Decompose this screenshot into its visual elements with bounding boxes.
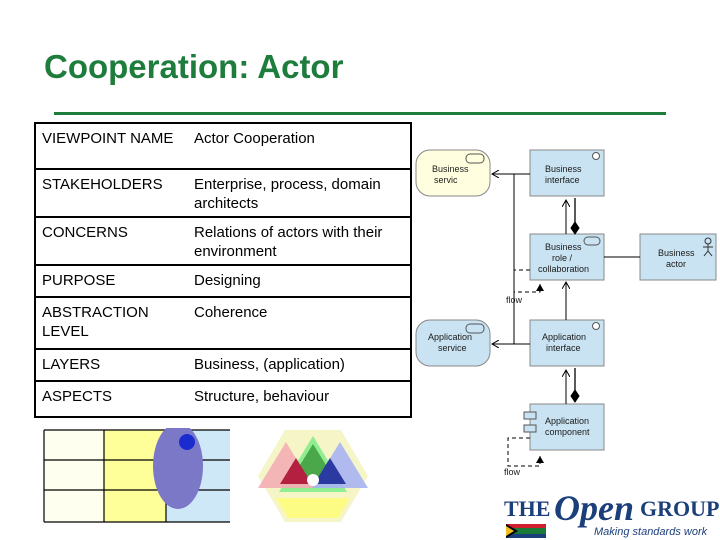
row-key: ABSTRACTION LEVEL	[34, 296, 188, 350]
row-value: Designing	[188, 264, 412, 298]
business-service-node: Business servic	[415, 149, 491, 197]
row-value: Coherence	[188, 296, 412, 350]
table-row: PURPOSE Designing	[34, 264, 412, 298]
row-value: Structure, behaviour	[188, 380, 412, 418]
application-service-label-2: service	[438, 343, 467, 353]
application-component-label-2: component	[545, 427, 590, 437]
application-component-node: Application component	[523, 403, 605, 451]
aspects-hexagon-figure	[258, 430, 368, 522]
row-key: LAYERS	[34, 348, 188, 382]
row-key: ASPECTS	[34, 380, 188, 418]
logo-open: Open	[554, 488, 634, 528]
application-component-label-1: Application	[545, 416, 589, 426]
business-interface-label-1: Business	[545, 164, 582, 174]
row-value: Actor Cooperation	[188, 122, 412, 170]
business-role-label-2: role /	[552, 253, 573, 263]
table-row: ABSTRACTION LEVEL Coherence	[34, 296, 412, 350]
application-interface-node: Application interface	[529, 319, 605, 367]
application-service-label-1: Application	[428, 332, 472, 342]
logo-the: THE	[504, 496, 550, 521]
application-service-node: Application service	[415, 319, 491, 367]
table-row: VIEWPOINT NAME Actor Cooperation	[34, 122, 412, 170]
logo-graphic: THE Open GROUP	[504, 488, 719, 538]
business-role-label-3: collaboration	[538, 264, 589, 274]
row-value: Relations of actors with their environme…	[188, 216, 412, 266]
business-actor-label-2: actor	[666, 259, 686, 269]
flow-label-1: flow	[506, 295, 523, 305]
logo-group: GROUP	[640, 496, 719, 521]
table-row: STAKEHOLDERS Enterprise, process, domain…	[34, 168, 412, 218]
table-row: CONCERNS Relations of actors with their …	[34, 216, 412, 266]
page-title: Cooperation: Actor	[44, 48, 344, 85]
business-role-node: Business role / collaboration	[529, 233, 605, 281]
row-key: STAKEHOLDERS	[34, 168, 188, 218]
business-actor-label-1: Business	[658, 248, 695, 258]
flag-icon	[506, 524, 546, 538]
business-role-label-1: Business	[545, 242, 582, 252]
application-interface-label-2: interface	[546, 343, 581, 353]
business-actor-node: Business actor	[639, 233, 717, 281]
actor-cooperation-diagram: Business servic Business interface Busin…	[415, 149, 717, 477]
flow-label-2: flow	[504, 467, 521, 477]
open-group-logo: THE Open GROUP Making standards work	[500, 486, 720, 540]
business-interface-node: Business interface	[529, 149, 605, 197]
row-value: Enterprise, process, domain architects	[188, 168, 412, 218]
table-row: ASPECTS Structure, behaviour	[34, 380, 412, 418]
business-service-label-1: Business	[432, 164, 469, 174]
viewpoint-table: VIEWPOINT NAME Actor Cooperation STAKEHO…	[34, 122, 412, 418]
row-key: PURPOSE	[34, 264, 188, 298]
actor-icon	[703, 237, 713, 257]
title-underline	[54, 112, 666, 115]
layers-grid-figure	[43, 428, 230, 523]
table-row: LAYERS Business, (application)	[34, 348, 412, 382]
business-interface-label-2: interface	[545, 175, 580, 185]
application-interface-label-1: Application	[542, 332, 586, 342]
row-key: CONCERNS	[34, 216, 188, 266]
row-value: Business, (application)	[188, 348, 412, 382]
row-key: VIEWPOINT NAME	[34, 122, 188, 170]
logo-tagline: Making standards work	[594, 526, 708, 538]
business-service-label-2: servic	[434, 175, 458, 185]
